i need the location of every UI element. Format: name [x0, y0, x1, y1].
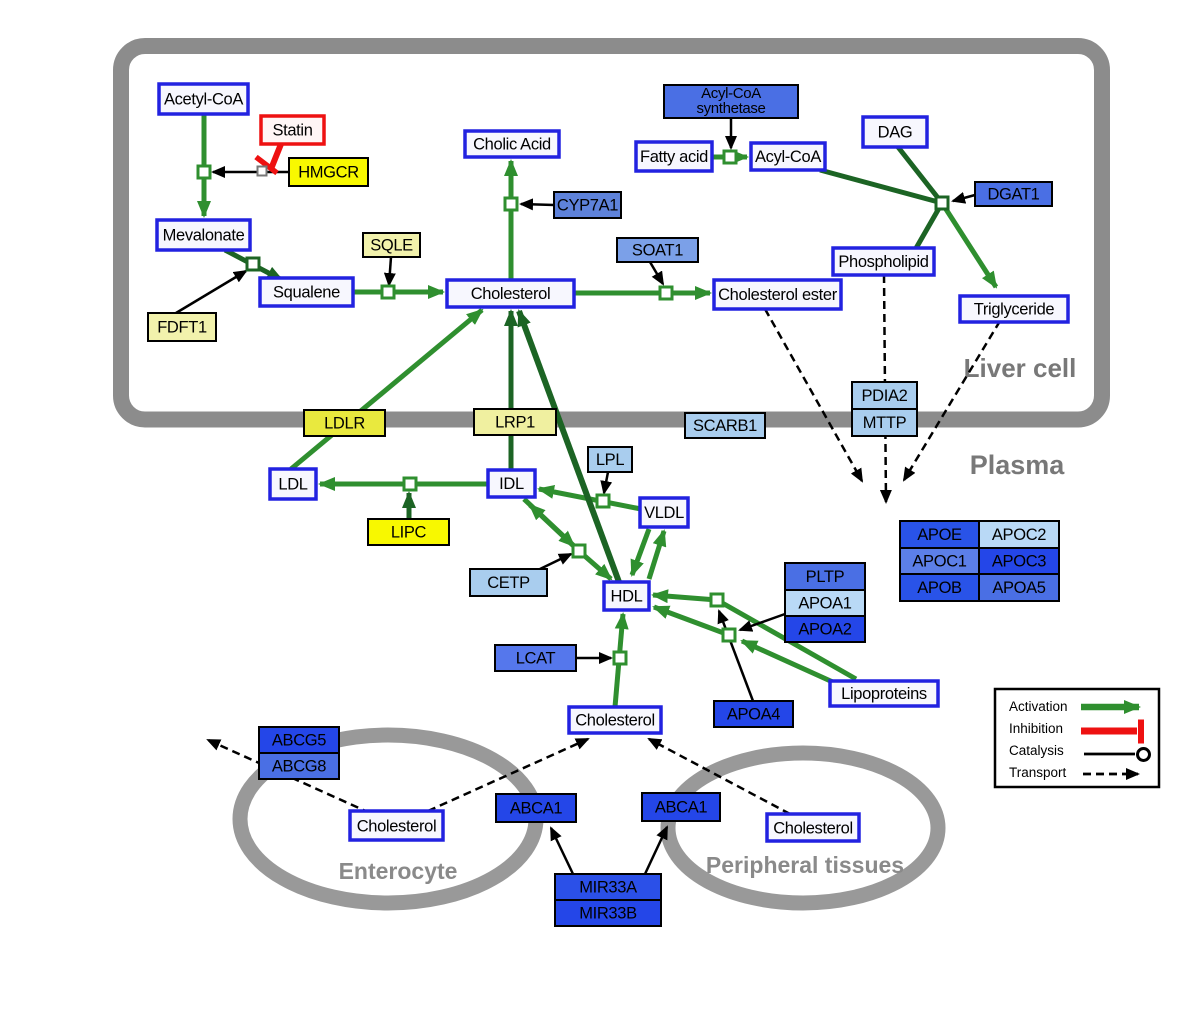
svg-text:Inhibition: Inhibition [1009, 721, 1063, 736]
svg-text:Acetyl-CoA: Acetyl-CoA [164, 91, 243, 109]
svg-text:Squalene: Squalene [273, 284, 340, 302]
svg-text:MIR33A: MIR33A [579, 879, 637, 897]
svg-text:APOC1: APOC1 [912, 553, 966, 571]
svg-text:APOA4: APOA4 [727, 706, 780, 724]
svg-text:Cholesterol: Cholesterol [471, 285, 551, 303]
svg-text:Plasma: Plasma [970, 450, 1066, 480]
svg-text:Lipoproteins: Lipoproteins [841, 685, 927, 703]
svg-text:MTTP: MTTP [863, 414, 907, 432]
svg-text:HDL: HDL [611, 588, 643, 606]
svg-text:Liver cell: Liver cell [964, 353, 1077, 383]
svg-text:SCARB1: SCARB1 [693, 417, 757, 435]
svg-text:ABCA1: ABCA1 [655, 799, 708, 817]
svg-text:Enterocyte: Enterocyte [339, 858, 458, 884]
svg-text:Activation: Activation [1009, 699, 1068, 714]
svg-text:Transport: Transport [1009, 765, 1067, 780]
svg-text:HMGCR: HMGCR [298, 164, 359, 182]
svg-text:APOA5: APOA5 [992, 579, 1045, 597]
svg-text:ABCG8: ABCG8 [272, 758, 326, 776]
svg-text:Triglyceride: Triglyceride [974, 301, 1055, 319]
svg-text:DGAT1: DGAT1 [987, 186, 1039, 204]
svg-text:LDL: LDL [278, 476, 307, 494]
svg-text:LRP1: LRP1 [495, 414, 535, 432]
svg-text:IDL: IDL [499, 475, 524, 493]
svg-text:Mevalonate: Mevalonate [163, 227, 245, 245]
svg-text:CYP7A1: CYP7A1 [557, 197, 618, 215]
svg-text:APOB: APOB [917, 579, 962, 597]
svg-text:Cholesterol ester: Cholesterol ester [718, 286, 838, 304]
svg-text:synthetase: synthetase [696, 100, 765, 117]
svg-text:VLDL: VLDL [644, 504, 684, 522]
svg-text:CETP: CETP [487, 574, 530, 592]
svg-text:PDIA2: PDIA2 [862, 387, 908, 405]
svg-text:ABCG5: ABCG5 [272, 732, 326, 750]
svg-text:Statin: Statin [272, 122, 312, 140]
svg-text:ABCA1: ABCA1 [510, 800, 563, 818]
svg-text:Fatty acid: Fatty acid [640, 148, 708, 166]
svg-text:LIPC: LIPC [391, 524, 427, 542]
svg-text:Peripheral tissues: Peripheral tissues [706, 852, 904, 878]
svg-text:Cholesterol: Cholesterol [575, 712, 655, 730]
svg-text:SOAT1: SOAT1 [632, 242, 683, 260]
svg-text:Catalysis: Catalysis [1009, 743, 1064, 758]
svg-text:Cholesterol: Cholesterol [773, 820, 853, 838]
svg-text:LDLR: LDLR [324, 415, 365, 433]
svg-text:APOA1: APOA1 [798, 595, 851, 613]
svg-text:MIR33B: MIR33B [579, 905, 637, 923]
svg-text:Acyl-CoA: Acyl-CoA [701, 85, 761, 102]
svg-text:Acyl-CoA: Acyl-CoA [755, 148, 821, 166]
svg-text:DAG: DAG [878, 124, 913, 142]
svg-text:APOC3: APOC3 [992, 553, 1046, 571]
svg-text:Cholesterol: Cholesterol [357, 818, 437, 836]
svg-text:PLTP: PLTP [806, 568, 845, 586]
svg-text:Cholic Acid: Cholic Acid [473, 136, 551, 154]
svg-text:LPL: LPL [596, 451, 624, 469]
svg-text:SQLE: SQLE [370, 237, 413, 255]
svg-text:Phospholipid: Phospholipid [838, 253, 928, 271]
svg-text:FDFT1: FDFT1 [157, 319, 207, 337]
svg-text:LCAT: LCAT [516, 650, 556, 668]
svg-text:APOE: APOE [917, 526, 962, 544]
svg-text:APOA2: APOA2 [798, 621, 851, 639]
svg-text:APOC2: APOC2 [992, 526, 1046, 544]
